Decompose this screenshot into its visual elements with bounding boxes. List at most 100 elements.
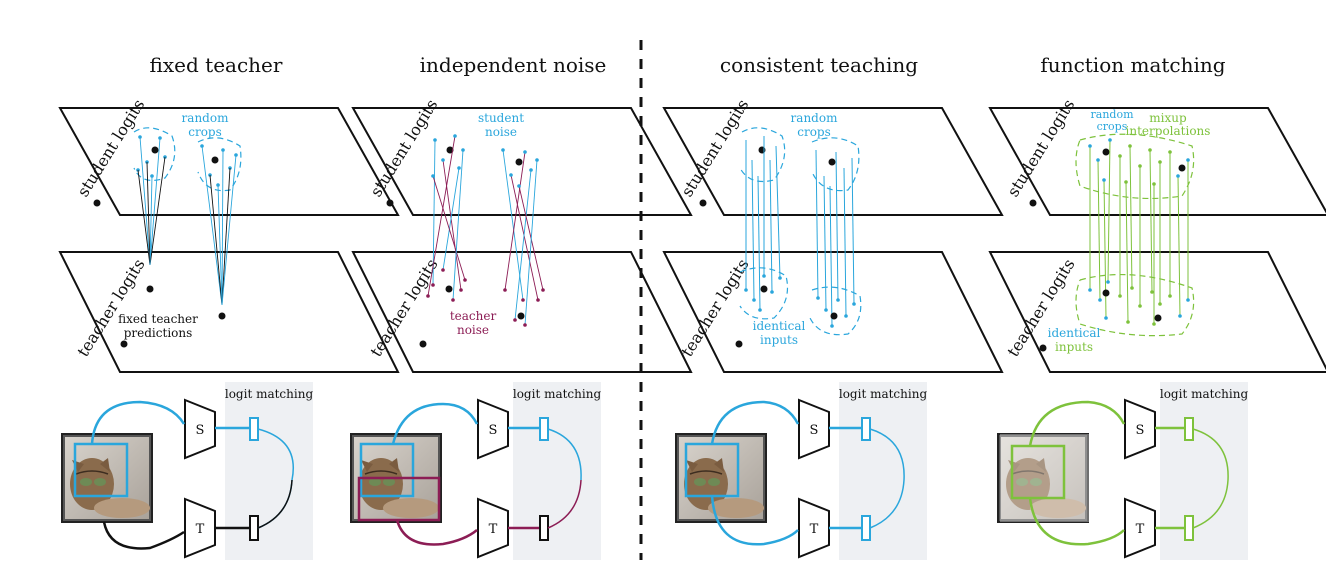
point-marker	[1130, 286, 1134, 290]
panel-title: consistent teaching	[720, 53, 918, 77]
point-marker	[1176, 174, 1180, 178]
curve-path	[1028, 400, 1126, 447]
shape	[1124, 497, 1156, 559]
connector-line	[201, 145, 223, 306]
label-text: teacher logits	[366, 255, 441, 360]
box	[513, 382, 601, 560]
connector-line	[775, 145, 781, 279]
label-text: random	[791, 111, 839, 125]
point-marker	[431, 174, 435, 178]
point-marker	[1158, 302, 1162, 306]
label-text: S	[810, 423, 819, 438]
label-text: noise	[457, 323, 489, 337]
point-marker	[1118, 294, 1122, 298]
point-marker	[513, 318, 517, 322]
point-marker	[1150, 290, 1154, 294]
point-marker	[521, 298, 525, 302]
point-marker	[1158, 160, 1162, 164]
point-marker	[760, 285, 768, 293]
connector-line	[829, 185, 833, 327]
connector-line	[1097, 159, 1101, 301]
shape	[662, 107, 1004, 216]
point-marker	[457, 166, 461, 170]
point-marker	[1088, 288, 1092, 292]
point-marker	[824, 308, 828, 312]
curve-path	[547, 428, 582, 481]
point-marker	[515, 158, 523, 166]
label-text: predictions	[124, 326, 193, 340]
connector-line	[1149, 149, 1153, 293]
point-marker	[451, 298, 455, 302]
point-marker	[1096, 158, 1100, 162]
point-marker	[752, 298, 756, 302]
connector-line	[146, 161, 151, 266]
connector-line	[757, 175, 761, 311]
label-text: student	[478, 111, 524, 125]
group	[1118, 144, 1172, 326]
box	[1184, 515, 1194, 541]
label-text: T	[1136, 522, 1145, 537]
label-text: S	[489, 423, 498, 438]
point-marker	[1126, 320, 1130, 324]
shape	[477, 398, 509, 460]
point-marker	[1102, 178, 1106, 182]
connector-line	[823, 175, 827, 311]
point-marker	[536, 298, 540, 302]
point-marker	[211, 156, 219, 164]
box	[357, 476, 441, 522]
curve-path	[197, 137, 242, 192]
point-marker	[1168, 150, 1172, 154]
connector-line	[452, 149, 464, 301]
point-marker	[1104, 316, 1108, 320]
shape	[798, 398, 830, 460]
connector-line	[514, 169, 532, 321]
point-marker	[770, 290, 774, 294]
point-marker	[1154, 314, 1162, 322]
cat-image	[675, 433, 767, 523]
label-text: crops	[797, 125, 831, 139]
group	[745, 136, 855, 327]
connector-line	[427, 135, 456, 297]
connector-line	[442, 167, 460, 271]
group	[1089, 139, 1189, 324]
connector-line	[442, 159, 462, 291]
point-marker	[503, 288, 507, 292]
curve-path	[710, 495, 799, 546]
point-marker	[1186, 298, 1190, 302]
point-marker	[1138, 304, 1142, 308]
point-marker	[523, 323, 527, 327]
point-marker	[1102, 148, 1110, 156]
curve-path	[869, 428, 905, 529]
curve-path	[391, 402, 479, 445]
panel-consistent-teaching: consistent teaching student logits teach…	[662, 53, 1004, 560]
label-text: fixed teacher	[118, 312, 198, 326]
point-marker	[146, 285, 154, 293]
group	[675, 433, 767, 523]
point-marker	[93, 199, 101, 207]
point-marker	[433, 138, 437, 142]
connector-line	[769, 159, 773, 293]
label-text: crops	[1097, 120, 1128, 133]
box	[539, 515, 549, 541]
connector-line	[149, 156, 166, 266]
curve-path	[1192, 428, 1229, 529]
connector-line	[221, 149, 224, 306]
panel-title: function matching	[1040, 53, 1225, 77]
box	[249, 515, 259, 541]
connector-line	[1103, 179, 1107, 319]
student-plane	[58, 107, 400, 216]
curve-path	[395, 519, 478, 546]
label-text: S	[196, 423, 205, 438]
point-marker	[836, 298, 840, 302]
box	[1000, 434, 1090, 522]
shape	[477, 497, 509, 559]
point-marker	[1029, 199, 1037, 207]
connector-line	[815, 149, 819, 299]
point-marker	[426, 294, 430, 298]
connector-line	[751, 159, 755, 301]
point-marker	[441, 158, 445, 162]
point-marker	[517, 184, 521, 188]
label-text: student logits	[677, 96, 752, 200]
group	[1088, 138, 1190, 320]
